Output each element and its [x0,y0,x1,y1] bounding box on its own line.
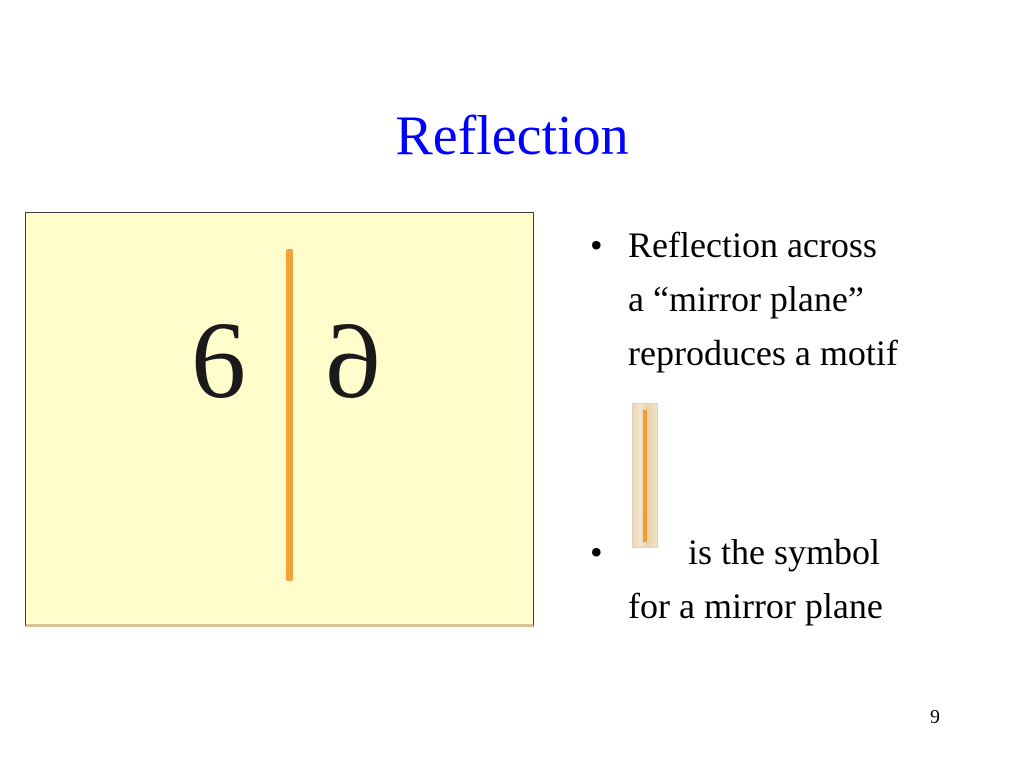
mirror-plane-icon [632,403,658,548]
mirror-plane-line [286,249,293,581]
bullet-item-reflection-definition: • Reflection across a “mirror plane” rep… [590,218,990,380]
reflection-figure-panel: 6 6 [25,212,534,627]
bullet-line: a “mirror plane” [628,279,864,319]
bullet-line: reproduces a motif [628,333,898,373]
motif-glyph: 6 [191,299,246,421]
bullet-line: Reflection across [628,225,877,265]
reflected-motif-glyph: 6 [326,299,381,421]
slide-title: Reflection [395,105,629,167]
bullet-item-symbol-description: • is the symbol for a mirror plane [590,525,1024,633]
bullet-line: is the symbol [688,532,881,572]
bullet-dot: • [590,532,603,572]
bullet-dot: • [590,225,603,265]
page-number: 9 [930,706,940,728]
bullet-list: • Reflection across a “mirror plane” rep… [590,218,990,626]
bullet-line: for a mirror plane [628,586,883,626]
